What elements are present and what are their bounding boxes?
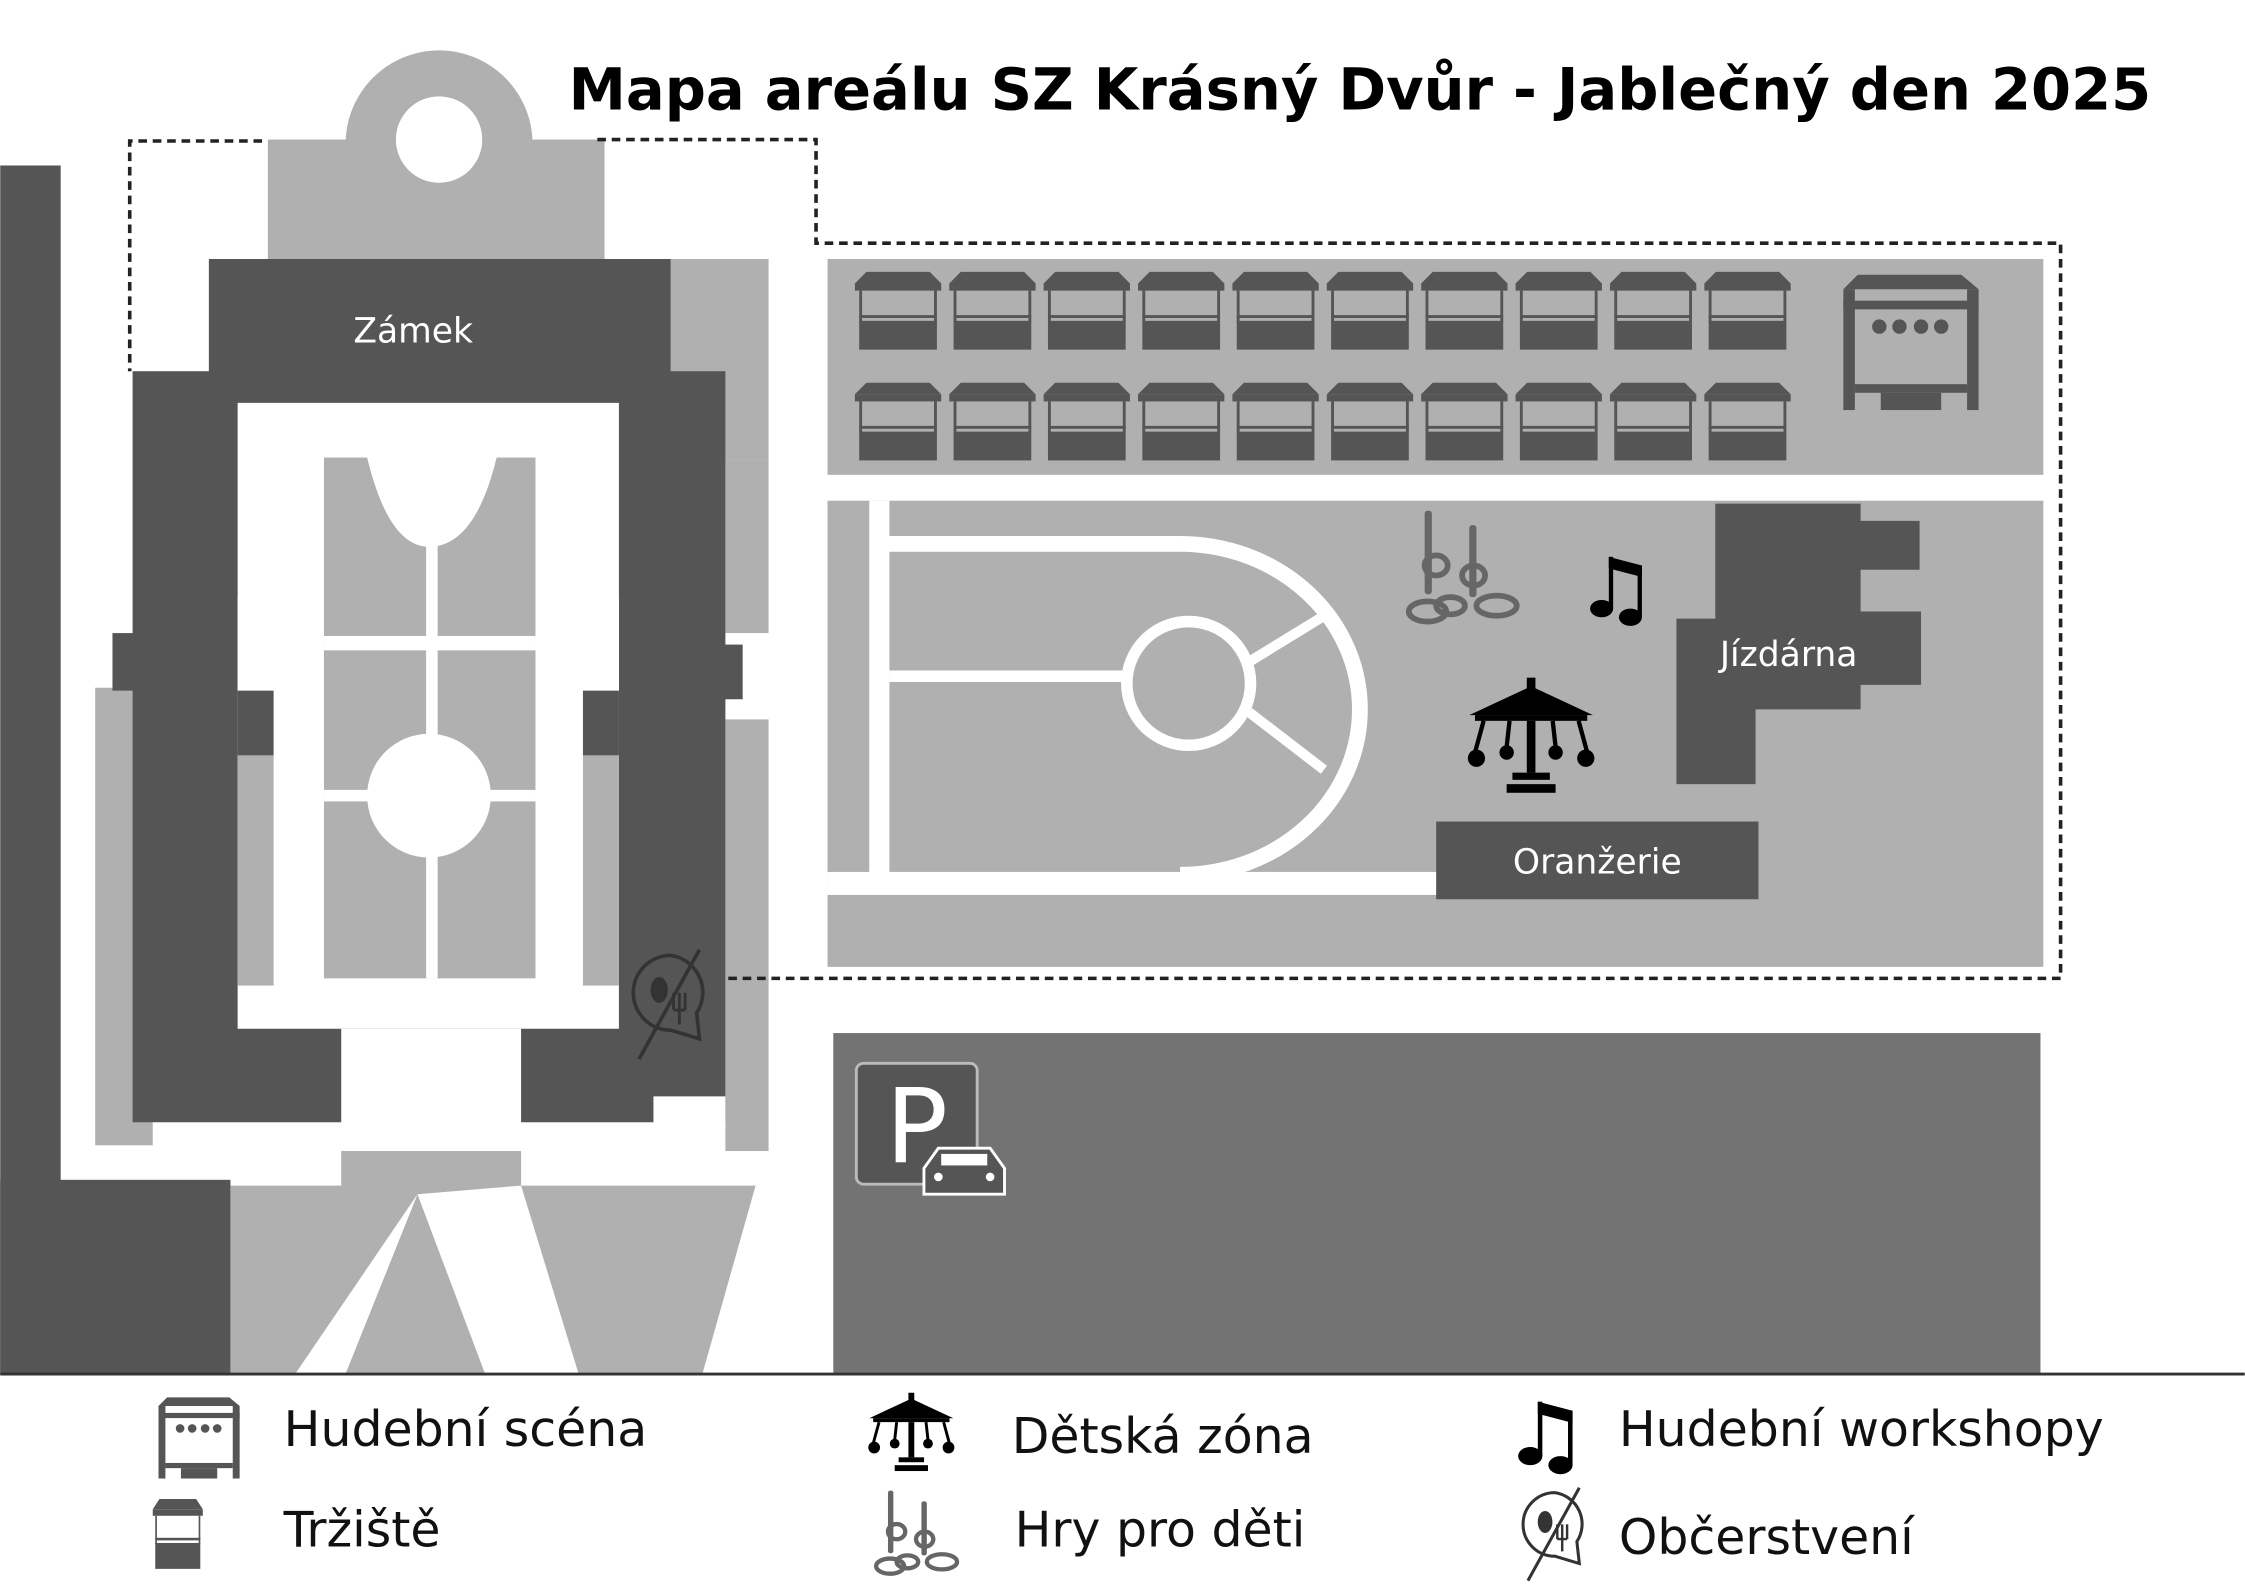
legend-ring-toss-icon (876, 1491, 957, 1574)
legend-stage-icon (158, 1397, 240, 1479)
legend-label: Hudební scéna (284, 1401, 648, 1458)
parking-icon: P (854, 1061, 1006, 1196)
entrance-area (230, 1151, 756, 1375)
event-boundary (127, 137, 2063, 981)
legend-label: Hry pro děti (1015, 1502, 1306, 1559)
legend-label: Hudební workshopy (1619, 1401, 2104, 1458)
jizdarna-building: Jízdárna (1676, 503, 1922, 785)
light-area (725, 719, 769, 1152)
legend-music-note-icon (1518, 1401, 1573, 1475)
legend-label: Občerstvení (1619, 1509, 1915, 1566)
oranzerie-label: Oranžerie (1513, 842, 1682, 882)
entrance-area (345, 1197, 486, 1375)
left-building (0, 165, 61, 1375)
castle-zamek: Zámek (112, 258, 743, 1159)
legend-food-icon (1521, 1486, 1584, 1583)
oranzerie-building: Oranžerie (1436, 821, 1759, 900)
legend: Hudební scéna Tržiště Dětská zóna Hry pr… (152, 1391, 2104, 1583)
parking-area (833, 1033, 2041, 1375)
legend-carousel-icon (866, 1391, 956, 1473)
legend-label: Tržiště (283, 1502, 441, 1559)
light-area (725, 460, 769, 634)
map-title: Mapa areálu SZ Krásný Dvůr - Jablečný de… (569, 56, 2152, 123)
jizdarna-label: Jízdárna (1718, 635, 1858, 675)
castle-tower (267, 50, 605, 259)
zamek-label: Zámek (353, 311, 473, 351)
left-building-lower (0, 1179, 231, 1375)
garden-area (827, 500, 2044, 967)
legend-market-stall-icon (152, 1498, 203, 1569)
legend-label: Dětská zóna (1012, 1408, 1314, 1465)
